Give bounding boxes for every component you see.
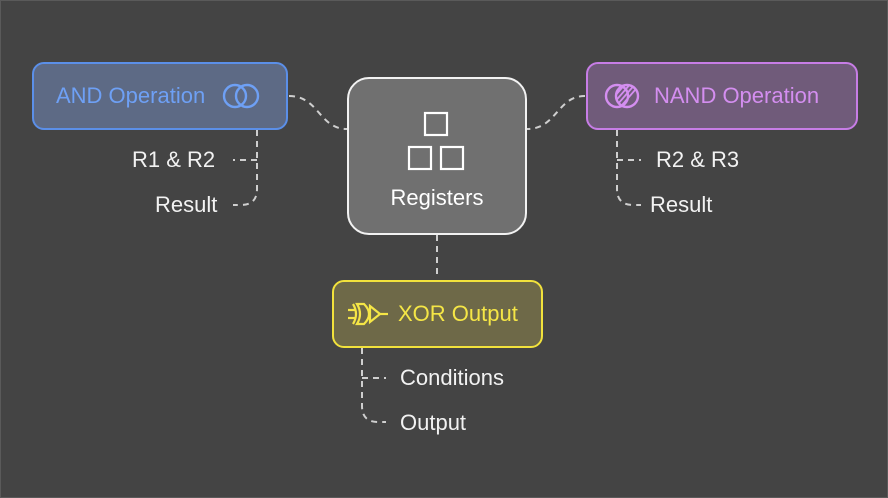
connector-xor-tree xyxy=(361,348,386,423)
xor-item-conditions: Conditions xyxy=(400,365,504,390)
and-operation-label: AND Operation xyxy=(56,83,206,108)
connector-nand-registers xyxy=(526,95,586,130)
and-item-result: Result xyxy=(155,192,218,217)
connector-and-registers xyxy=(288,95,348,130)
nand-operation-label: NAND Operation xyxy=(654,83,820,108)
registers-blocks-icon xyxy=(406,111,468,177)
registers-node: Registers xyxy=(347,77,527,235)
nand-operation-node: NAND Operation xyxy=(586,62,858,130)
nand-circles-icon xyxy=(602,82,642,110)
intersect-circles-icon xyxy=(221,82,261,110)
xor-output-label: XOR Output xyxy=(398,301,518,326)
xor-output-node: XOR Output xyxy=(332,280,543,348)
nand-item-result: Result xyxy=(650,192,713,217)
connector-nand-tree xyxy=(616,130,641,206)
and-item-r1-r2: R1 & R2 xyxy=(132,147,216,172)
connector-and-tree xyxy=(233,130,258,206)
nand-item-r2-r3: R2 & R3 xyxy=(656,147,740,172)
xor-item-output: Output xyxy=(400,410,467,435)
and-operation-node: AND Operation xyxy=(32,62,288,130)
registers-label: Registers xyxy=(390,185,484,210)
xor-gate-icon xyxy=(348,302,388,326)
